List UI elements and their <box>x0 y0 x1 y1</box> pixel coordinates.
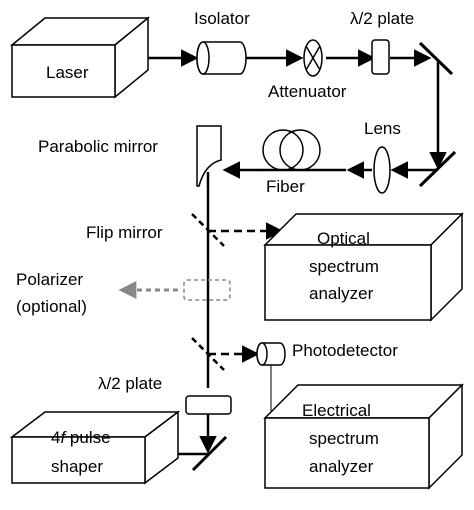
polarizer <box>183 279 231 301</box>
half-wave-plate-bottom <box>185 395 232 415</box>
esa-label-line1: Electrical <box>302 401 371 420</box>
fiber-coil <box>261 129 346 172</box>
polarizer-label-line1: Polarizer <box>16 270 83 289</box>
electrical-spectrum-analyzer-box <box>263 383 464 490</box>
laser-label: Laser <box>46 63 89 82</box>
half-wave-plate-bottom-label: λ/2 plate <box>98 374 162 393</box>
isolator <box>196 41 247 75</box>
shaper-mirror <box>191 435 228 472</box>
pulse-shaper-box <box>9 410 181 485</box>
mirror-top-right <box>418 41 454 76</box>
laser-box <box>9 16 151 99</box>
parabolic-mirror-label: Parabolic mirror <box>38 137 158 156</box>
osa-label-line1: Optical <box>317 229 370 248</box>
pulse-shaper-label-line1: 4f pulse <box>51 428 111 447</box>
photodetector-label: Photodetector <box>292 341 398 360</box>
half-wave-plate-top <box>371 39 390 75</box>
pulse-shaper-label-line2: shaper <box>51 457 103 476</box>
attenuator-label: Attenuator <box>268 82 347 101</box>
lens <box>373 146 391 194</box>
esa-label-line2: spectrum <box>309 429 379 448</box>
attenuator <box>303 39 323 77</box>
optical-spectrum-analyzer-box <box>263 212 464 322</box>
polarizer-label-line2: (optional) <box>16 297 87 316</box>
osa-label-line3: analyzer <box>309 284 374 303</box>
photodetector <box>256 342 286 366</box>
fiber-label: Fiber <box>266 177 305 196</box>
parabolic-mirror <box>196 125 222 187</box>
half-wave-plate-top-label: λ/2 plate <box>350 9 414 28</box>
osa-label-line2: spectrum <box>309 257 379 276</box>
flip-mirror-label: Flip mirror <box>86 223 163 242</box>
lens-label: Lens <box>364 119 401 138</box>
esa-label-line3: analyzer <box>309 457 374 476</box>
isolator-label: Isolator <box>194 9 250 28</box>
